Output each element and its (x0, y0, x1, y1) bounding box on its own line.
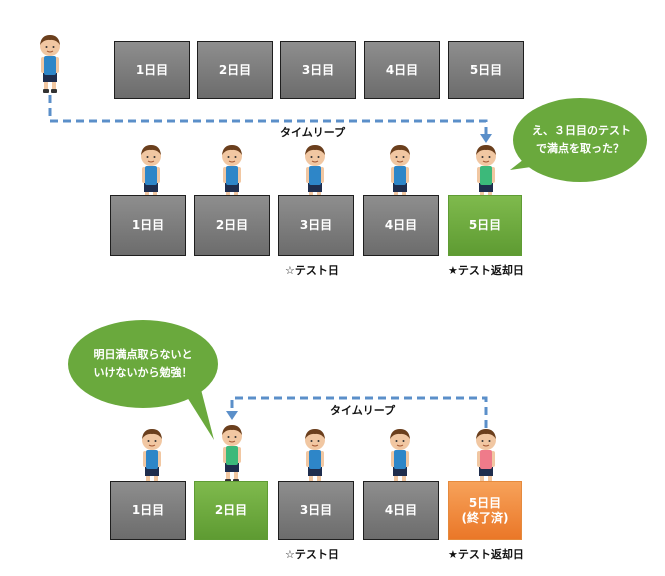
row3-day-5-label: 5日目 (468, 495, 502, 510)
row2-day-2-label: 2日目 (215, 218, 249, 232)
row2-return-day-label: ★テスト返却日 (448, 264, 524, 277)
row3-day-1-label: 1日目 (131, 503, 165, 517)
speech-bubble-top-line2: で満点を取った？ (536, 142, 624, 155)
speech-bubble-bottom-line1: 明日満点取らないと (93, 348, 193, 361)
row3-day-5-status: (終了済) (461, 510, 509, 525)
person-icon (222, 145, 242, 203)
speech-bubble-top (510, 98, 647, 182)
person-icon (305, 145, 325, 203)
row2-day-4-box: 4日目 (363, 195, 439, 256)
row1-day-4-label: 4日目 (385, 62, 419, 77)
row2-day-5-label: 5日目 (468, 218, 502, 232)
person-icon (390, 429, 410, 487)
row3-test-day-label: ☆テスト日 (285, 548, 339, 561)
row2-day-3-label: 3日目 (299, 218, 333, 232)
timeleap-arrowhead-top (480, 134, 492, 143)
row3-day-4-label: 4日目 (384, 503, 418, 517)
row1-day-1-label: 1日目 (135, 62, 169, 77)
row2-day-3-box: 3日目 (278, 195, 354, 256)
row1-day-3-label: 3日目 (301, 62, 335, 77)
row3-day-1-box: 1日目 (110, 481, 186, 540)
row1-day-3-box: 3日目 (280, 41, 356, 99)
row3-day-3-box: 3日目 (278, 481, 354, 540)
speech-bubble-top-text: え、３日目のテスト で満点を取った？ (532, 122, 631, 158)
person-icon (141, 145, 161, 203)
person-icon (305, 429, 325, 487)
row2-day-5-box: 5日目 (448, 195, 522, 256)
row2-day-4-label: 4日目 (384, 218, 418, 232)
row3-day-2-box: 2日目 (194, 481, 268, 540)
row3-return-day-label: ★テスト返却日 (448, 548, 524, 561)
row2-day-1-box: 1日目 (110, 195, 186, 256)
row1-day-5-label: 5日目 (469, 62, 503, 77)
timeleap-arrow-bottom (230, 396, 488, 428)
row1-day-4-box: 4日目 (364, 41, 440, 99)
speech-bubble-top-line1: え、３日目のテスト (532, 124, 631, 137)
speech-bubble-bottom-text: 明日満点取らないと いけないから勉強！ (78, 346, 208, 382)
row1-day-1-box: 1日目 (114, 41, 190, 99)
row2-test-day-label: ☆テスト日 (285, 264, 339, 277)
person-icon (40, 35, 60, 93)
timeleap-arrow-top (48, 95, 488, 135)
row3-day-3-label: 3日目 (299, 503, 333, 517)
person-icon (476, 429, 496, 487)
speech-bubble-bottom (68, 320, 218, 440)
row1-day-2-label: 2日目 (218, 62, 252, 77)
row1-day-2-box: 2日目 (197, 41, 273, 99)
timeleap-label-bottom: タイムリープ (330, 404, 396, 417)
speech-bubble-bottom-line2: いけないから勉強！ (93, 366, 193, 379)
row2-day-1-label: 1日目 (131, 218, 165, 232)
person-icon (222, 425, 242, 483)
row3-day-5-box: 5日目 (終了済) (448, 481, 522, 540)
person-icon (476, 145, 496, 203)
timeleap-arrowhead-bottom (226, 411, 238, 420)
person-icon (142, 429, 162, 487)
timeleap-label-top: タイムリープ (280, 126, 346, 139)
row1-day-5-box: 5日目 (448, 41, 524, 99)
person-icon (390, 145, 410, 203)
row2-day-2-box: 2日目 (194, 195, 270, 256)
row3-day-4-box: 4日目 (363, 481, 439, 540)
row3-day-2-label: 2日目 (214, 503, 248, 517)
